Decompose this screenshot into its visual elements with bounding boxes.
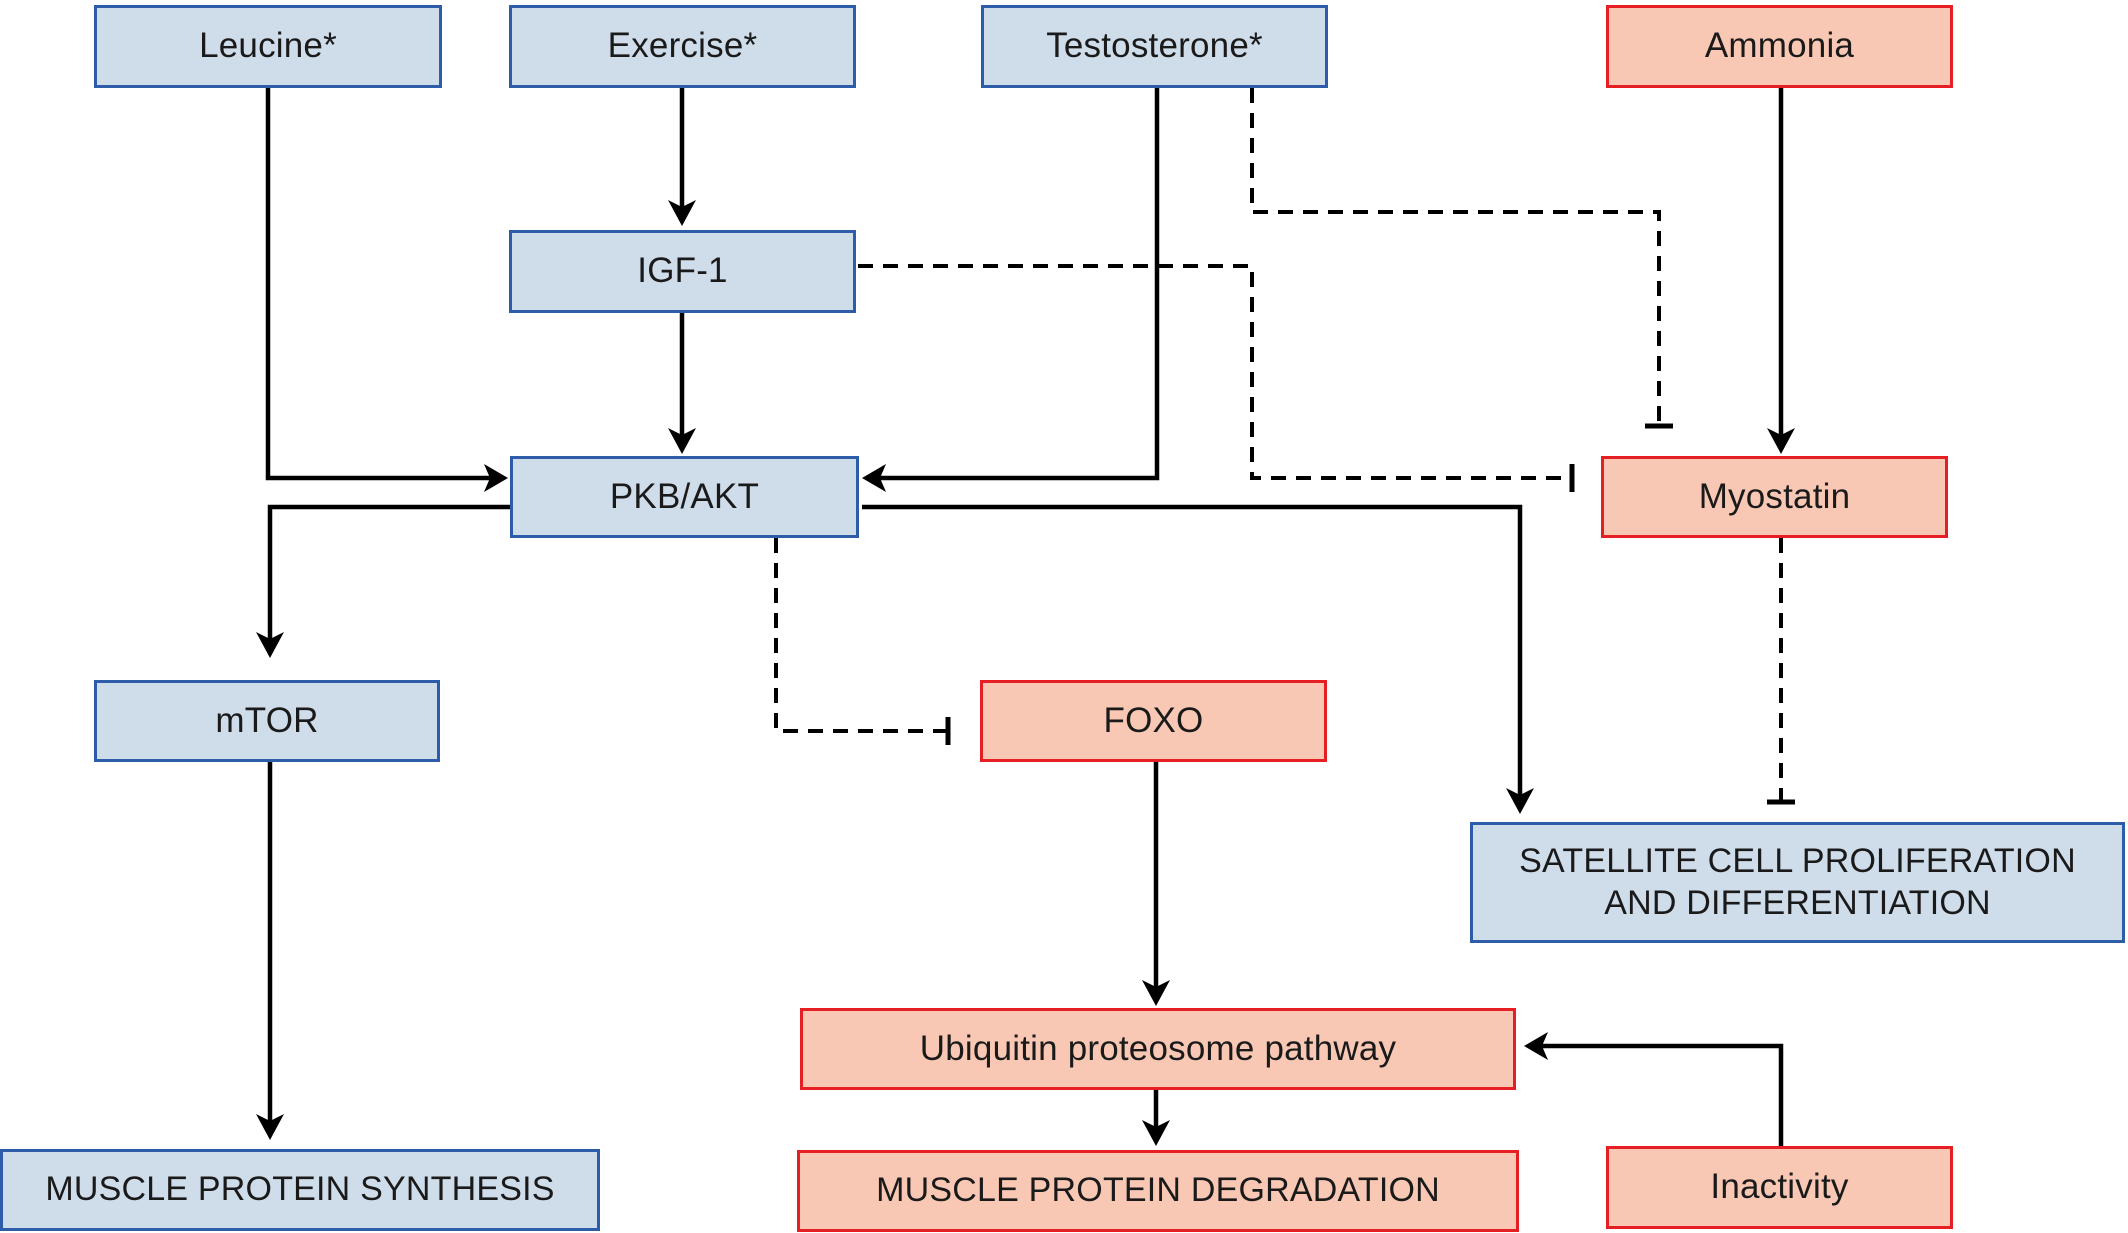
edge-leucine-to-pkb-akt xyxy=(265,88,508,492)
node-testosterone: Testosterone* xyxy=(981,5,1328,88)
node-inactivity: Inactivity xyxy=(1606,1146,1953,1229)
edge-mtor-to-mps xyxy=(256,762,284,1140)
arrowhead-icon xyxy=(1142,1120,1170,1146)
edge-testosterone-inhibits-myostatin xyxy=(1250,88,1673,429)
arrowhead-icon xyxy=(668,200,696,226)
node-ubiquitin-pathway: Ubiquitin proteosome pathway xyxy=(800,1008,1516,1090)
arrowhead-icon xyxy=(1524,1032,1548,1060)
edge-pkb-akt-inhibits-foxo xyxy=(774,538,951,745)
arrowhead-icon xyxy=(484,464,508,492)
edge-igf1-inhibits-myostatin xyxy=(858,264,1575,492)
node-muscle-protein-degradation: MUSCLE PROTEIN DEGRADATION xyxy=(797,1150,1519,1232)
node-pkb-akt: PKB/AKT xyxy=(510,456,859,538)
edge-inactivity-to-ubiquitin xyxy=(1524,1032,1784,1146)
arrowhead-icon xyxy=(1767,428,1795,454)
arrowhead-icon xyxy=(1142,980,1170,1006)
arrowhead-icon xyxy=(256,1114,284,1140)
arrowhead-icon xyxy=(862,464,886,492)
edge-testosterone-to-pkb-akt xyxy=(862,88,1160,492)
edge-foxo-to-ubiquitin xyxy=(1142,762,1170,1006)
node-ammonia: Ammonia xyxy=(1606,5,1953,88)
node-foxo: FOXO xyxy=(980,680,1327,762)
node-muscle-protein-synthesis: MUSCLE PROTEIN SYNTHESIS xyxy=(0,1149,600,1231)
node-exercise: Exercise* xyxy=(509,5,856,88)
edge-ubiquitin-to-mpd xyxy=(1142,1090,1170,1146)
edge-igf1-to-pkb-akt xyxy=(668,312,696,454)
edge-pkb-akt-to-mtor xyxy=(256,504,510,658)
node-satellite-cell: SATELLITE CELL PROLIFERATION AND DIFFERE… xyxy=(1470,822,2125,943)
arrowhead-icon xyxy=(1506,788,1534,814)
node-igf1: IGF-1 xyxy=(509,230,856,313)
node-myostatin: Myostatin xyxy=(1601,456,1948,538)
node-leucine: Leucine* xyxy=(94,5,442,88)
edge-ammonia-to-myostatin xyxy=(1767,88,1795,454)
arrowhead-icon xyxy=(668,428,696,454)
edge-pkb-akt-to-satellite xyxy=(862,504,1534,814)
edge-myostatin-inhibits-satellite xyxy=(1767,538,1795,805)
edge-exercise-to-igf1 xyxy=(668,88,696,226)
arrowhead-icon xyxy=(256,632,284,658)
node-mtor: mTOR xyxy=(94,680,440,762)
